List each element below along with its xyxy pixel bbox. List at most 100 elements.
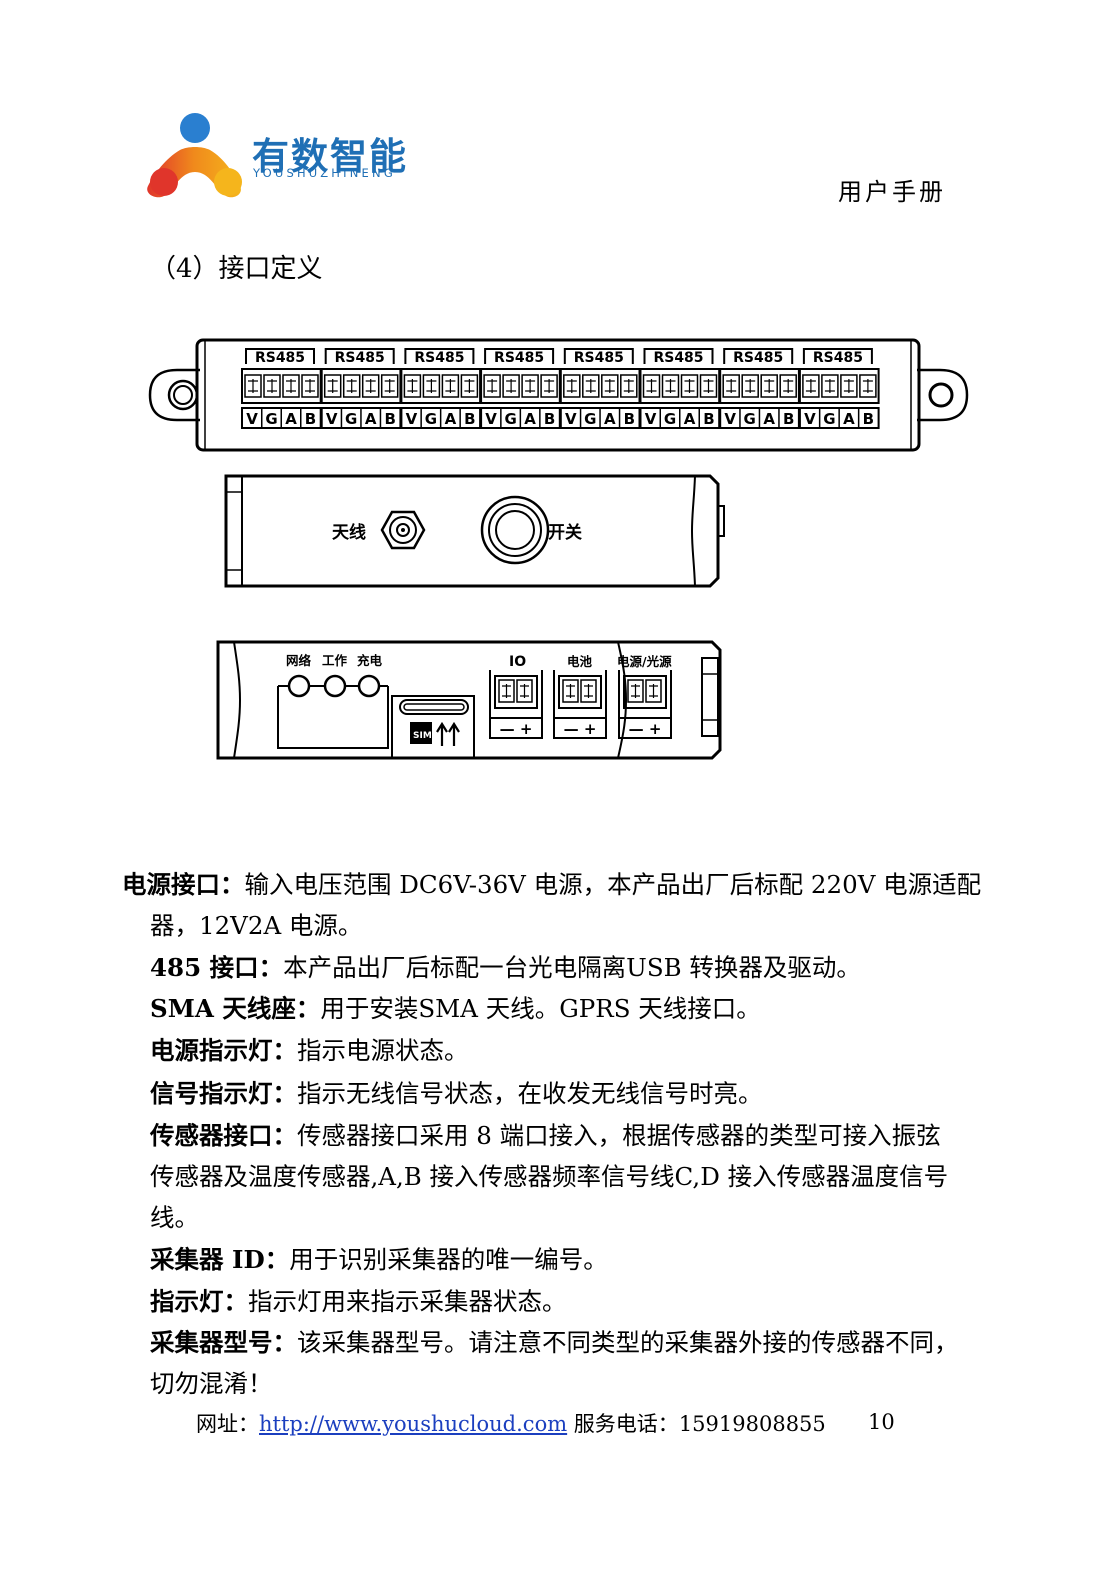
screw-terminal-icon: [502, 374, 520, 398]
battery-label: 电池: [567, 654, 593, 669]
pin-label: G: [823, 410, 835, 428]
screw-terminal-icon: [562, 679, 579, 703]
screw-terminal-icon: [680, 374, 699, 398]
desc-term: 485 接口：: [150, 953, 284, 982]
side-panel-diagram: 天线 开关: [224, 474, 725, 588]
screw-terminal-icon: [521, 374, 539, 398]
desc-term: 传感器接口：: [150, 1121, 297, 1150]
polarity-signs: — +: [629, 720, 662, 738]
logo-text-chinese: 有数智能: [252, 135, 408, 178]
screw-terminal-icon: [422, 374, 441, 398]
desc-power-interface: 电源接口：输入电压范围 DC6V-36V 电源，本产品出厂后标配 220V 电源…: [122, 864, 990, 946]
screw-terminal-icon: [282, 374, 300, 398]
desc-term: 采集器 ID：: [150, 1245, 290, 1274]
screw-terminal-icon: [620, 374, 638, 398]
pin-label: V: [406, 410, 418, 428]
screw-terminal-icon: [661, 374, 680, 398]
led-label-charge: 充电: [357, 653, 383, 668]
screw-terminal-icon: [582, 374, 600, 398]
desc-indicator-light: 指示灯：指示灯用来指示采集器状态。: [150, 1281, 962, 1322]
pin-label: B: [305, 410, 316, 428]
screw-terminal-icon: [498, 679, 515, 703]
desc-sma-antenna: SMA 天线座：用于安装SMA 天线。GPRS 天线接口。: [150, 988, 962, 1029]
phone-number: 15919808855: [678, 1412, 826, 1436]
screw-terminal-icon: [627, 679, 644, 703]
section-title: （4）接口定义: [150, 254, 323, 284]
screw-terminal-icon: [601, 374, 619, 398]
bottom-panel-diagram: 网络 工作 充电 SIM IO 电池 电源/光源 — +— +— +: [216, 640, 722, 760]
screw-terminal-icon: [779, 374, 797, 398]
desc-signal-indicator: 信号指示灯：指示无线信号状态，在收发无线信号时亮。: [150, 1073, 962, 1114]
desc-text: 用于识别采集器的唯一编号。: [289, 1245, 608, 1274]
pin-label: G: [265, 410, 277, 428]
pin-label: B: [464, 410, 475, 428]
screw-terminal-icon: [802, 374, 820, 398]
pin-label: B: [783, 410, 794, 428]
screw-terminal-icon: [580, 679, 597, 703]
pin-label: A: [365, 410, 377, 428]
pin-label: V: [724, 410, 736, 428]
company-logo: [147, 113, 242, 198]
two-pin-terminal: — +: [618, 670, 672, 739]
rs485-label: RS485: [813, 350, 863, 366]
desc-text: 指示无线信号状态，在收发无线信号时亮。: [297, 1079, 763, 1108]
pin-label: G: [744, 410, 756, 428]
logo-text-english: YOUSHUZHINENG: [253, 166, 396, 180]
pin-label: V: [804, 410, 816, 428]
screw-terminal-icon: [323, 374, 342, 398]
switch-label: 开关: [548, 522, 582, 543]
pin-label: B: [863, 410, 874, 428]
desc-term: 采集器型号：: [150, 1328, 297, 1357]
screw-terminal-icon: [244, 374, 262, 398]
pin-label: A: [524, 410, 536, 428]
antenna-label: 天线: [332, 522, 366, 543]
desc-collector-id: 采集器 ID：用于识别采集器的唯一编号。: [150, 1239, 962, 1280]
desc-term: 电源接口：: [122, 870, 245, 899]
screw-terminal-icon: [301, 374, 319, 398]
pin-label: G: [345, 410, 357, 428]
work-led-icon: [323, 674, 347, 698]
screw-terminal-icon: [645, 679, 662, 703]
pin-label: G: [664, 410, 676, 428]
pin-label: A: [684, 410, 696, 428]
polarity-signs: — +: [564, 720, 597, 738]
rs485-label: RS485: [255, 350, 305, 366]
desc-text: 该采集器型号。请注意不同类型的采集器外接的传感器不同，切勿混淆！: [150, 1328, 959, 1398]
desc-power-indicator: 电源指示灯：指示电源状态。: [150, 1030, 962, 1071]
pin-label: B: [703, 410, 714, 428]
document-label: 用户手册: [838, 178, 946, 206]
desc-sensor-interface: 传感器接口：传感器接口采用 8 端口接入，根据传感器的类型可接入振弦传感器及温度…: [150, 1115, 962, 1238]
website-link[interactable]: http://www.youshucloud.com: [259, 1412, 568, 1436]
screw-terminal-icon: [516, 679, 533, 703]
screw-terminal-icon: [540, 374, 558, 398]
phone-label: 服务电话：: [567, 1412, 679, 1436]
desc-collector-model: 采集器型号：该采集器型号。请注意不同类型的采集器外接的传感器不同，切勿混淆！: [150, 1322, 962, 1404]
led-label-network: 网络: [286, 653, 312, 668]
desc-text: 指示灯用来指示采集器状态。: [248, 1287, 567, 1316]
screw-terminal-icon: [483, 374, 501, 398]
pin-label: G: [584, 410, 596, 428]
polarity-signs: — +: [500, 720, 533, 738]
pin-label: G: [504, 410, 516, 428]
rs485-label: RS485: [335, 350, 385, 366]
rs485-label: RS485: [733, 350, 783, 366]
desc-text: 本产品出厂后标配一台光电隔离USB 转换器及驱动。: [283, 953, 861, 982]
pin-label: V: [326, 410, 338, 428]
screw-terminal-icon: [380, 374, 399, 398]
desc-term: 电源指示灯：: [150, 1036, 297, 1065]
pin-label: B: [384, 410, 395, 428]
screw-terminal-icon: [760, 374, 778, 398]
pin-label: V: [565, 410, 577, 428]
power-label: 电源/光源: [617, 654, 672, 669]
pin-label: B: [544, 410, 555, 428]
screw-terminal-icon: [859, 374, 877, 398]
screw-terminal-icon: [460, 374, 479, 398]
page-number: 10: [868, 1410, 895, 1434]
desc-text: 用于安装SMA 天线。GPRS 天线接口。: [320, 994, 761, 1023]
website-label: 网址：: [196, 1412, 259, 1436]
screw-terminal-icon: [840, 374, 858, 398]
